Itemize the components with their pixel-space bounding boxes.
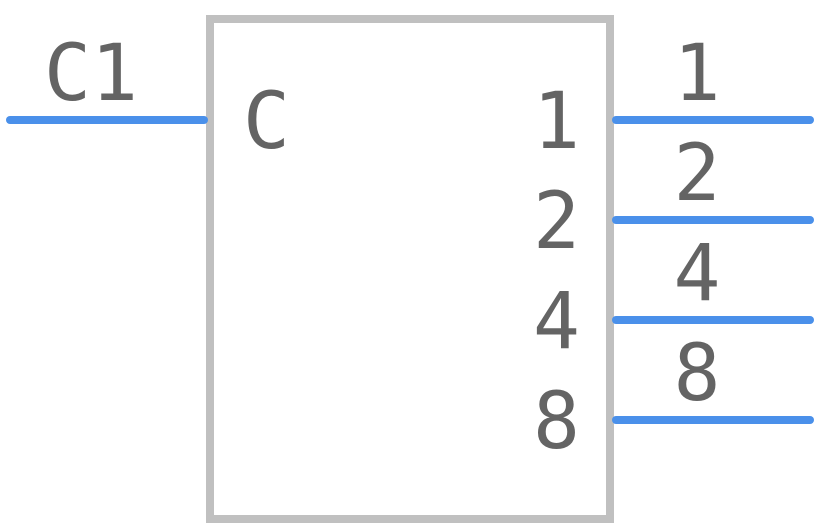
pin-label-c: C	[243, 77, 290, 167]
pin-label-2: 2	[533, 177, 580, 267]
ref-designator: C1	[44, 29, 138, 119]
pin-number-1: 1	[674, 29, 721, 119]
pin-number-8: 8	[674, 329, 721, 419]
pin-number-4: 4	[674, 229, 721, 319]
component-body[interactable]	[206, 15, 614, 523]
pin-label-1: 1	[533, 77, 580, 167]
pin-number-2: 2	[674, 129, 721, 219]
pin-label-8: 8	[533, 377, 580, 467]
pin-label-4: 4	[533, 277, 580, 367]
